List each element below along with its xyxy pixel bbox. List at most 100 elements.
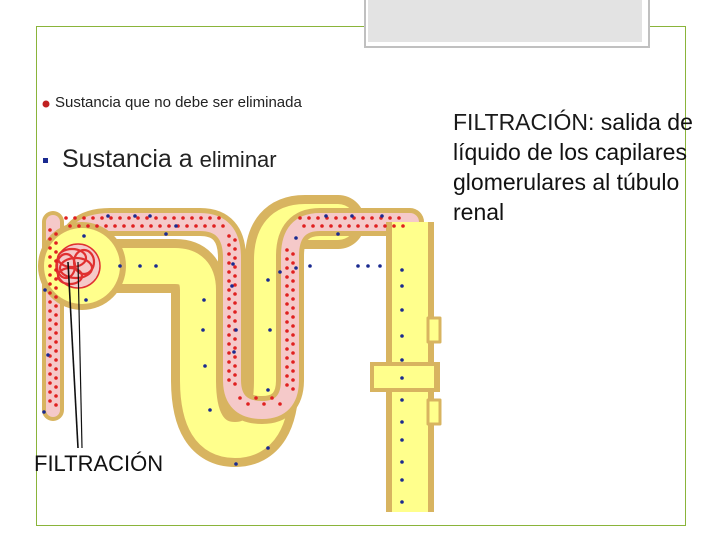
non-eliminated-dot — [374, 224, 378, 228]
definition-body: : salida de líquido de los capilares glo… — [453, 109, 693, 225]
non-eliminated-dot — [48, 363, 52, 367]
non-eliminated-dot — [285, 302, 289, 306]
non-eliminated-dot — [291, 387, 295, 391]
non-eliminated-dot — [262, 402, 266, 406]
non-eliminated-dot — [118, 216, 122, 220]
non-eliminated-dot — [238, 396, 242, 400]
non-eliminated-dot — [122, 224, 126, 228]
eliminated-dot — [231, 262, 235, 266]
eliminated-dot — [294, 266, 298, 270]
filtration-pointer-line — [67, 261, 79, 449]
non-eliminated-dot — [136, 216, 140, 220]
non-eliminated-dot — [285, 383, 289, 387]
non-eliminated-dot — [291, 252, 295, 256]
non-eliminated-dot — [285, 275, 289, 279]
eliminated-dot — [380, 214, 384, 218]
non-eliminated-dot — [291, 306, 295, 310]
non-eliminated-dot — [109, 216, 113, 220]
non-eliminated-dot — [227, 324, 231, 328]
non-eliminated-dot — [233, 265, 237, 269]
non-eliminated-dot — [54, 322, 58, 326]
non-eliminated-dot — [154, 216, 158, 220]
eliminated-dot — [203, 364, 207, 368]
non-eliminated-dot — [347, 224, 351, 228]
non-eliminated-dot — [227, 315, 231, 319]
eliminated-dot — [84, 298, 88, 302]
non-eliminated-dot — [212, 224, 216, 228]
non-eliminated-dot — [233, 283, 237, 287]
eliminated-dot — [324, 214, 328, 218]
eliminated-dot — [356, 264, 360, 268]
non-eliminated-dot — [227, 306, 231, 310]
non-eliminated-dot — [48, 264, 52, 268]
non-eliminated-dot — [68, 224, 72, 228]
eliminated-dot — [400, 438, 404, 442]
non-eliminated-dot — [291, 315, 295, 319]
non-eliminated-dot — [285, 293, 289, 297]
non-eliminated-dot — [208, 216, 212, 220]
non-eliminated-dot — [54, 268, 58, 272]
eliminated-dot — [164, 232, 168, 236]
eliminated-dot — [42, 410, 46, 414]
eliminated-dot — [400, 268, 404, 272]
non-eliminated-dot — [48, 327, 52, 331]
eliminated-dot — [350, 214, 354, 218]
non-eliminated-dot — [54, 349, 58, 353]
non-eliminated-dot — [227, 369, 231, 373]
non-eliminated-dot — [365, 224, 369, 228]
non-eliminated-dot — [307, 216, 311, 220]
filtration-pointer-line-2 — [77, 261, 83, 449]
non-eliminated-dot — [54, 259, 58, 263]
non-eliminated-dot — [291, 261, 295, 265]
non-eliminated-dot — [285, 347, 289, 351]
non-eliminated-dot — [48, 309, 52, 313]
non-eliminated-dot — [113, 224, 117, 228]
non-eliminated-dot — [227, 261, 231, 265]
non-eliminated-dot — [227, 270, 231, 274]
non-eliminated-dot — [233, 319, 237, 323]
non-eliminated-dot — [48, 246, 52, 250]
non-eliminated-dot — [194, 224, 198, 228]
non-eliminated-dot — [227, 351, 231, 355]
non-eliminated-dot — [227, 342, 231, 346]
non-eliminated-dot — [302, 224, 306, 228]
non-eliminated-dot — [233, 238, 237, 242]
eliminated-dot — [82, 234, 86, 238]
eliminated-dot — [336, 232, 340, 236]
non-eliminated-dot — [163, 216, 167, 220]
non-eliminated-dot — [356, 224, 360, 228]
non-eliminated-dot — [48, 282, 52, 286]
non-eliminated-dot — [401, 224, 405, 228]
non-eliminated-dot — [233, 337, 237, 341]
non-eliminated-dot — [48, 291, 52, 295]
non-eliminated-dot — [298, 216, 302, 220]
legend-blue-bullet — [43, 158, 48, 163]
non-eliminated-dot — [104, 224, 108, 228]
non-eliminated-dot — [227, 279, 231, 283]
non-eliminated-dot — [291, 288, 295, 292]
non-eliminated-dot — [227, 243, 231, 247]
non-eliminated-dot — [100, 216, 104, 220]
non-eliminated-dot — [54, 394, 58, 398]
non-eliminated-dot — [329, 224, 333, 228]
non-eliminated-dot — [246, 402, 250, 406]
eliminated-dot — [230, 284, 234, 288]
non-eliminated-dot — [388, 216, 392, 220]
non-eliminated-dot — [91, 216, 95, 220]
eliminated-dot — [268, 328, 272, 332]
non-eliminated-dot — [54, 232, 58, 236]
non-eliminated-dot — [343, 216, 347, 220]
non-eliminated-dot — [334, 216, 338, 220]
legend-eliminated-part2: eliminar — [199, 147, 277, 172]
non-eliminated-dot — [149, 224, 153, 228]
legend-eliminated: Sustancia a eliminar — [62, 145, 277, 174]
non-eliminated-dot — [270, 396, 274, 400]
eliminated-dot — [106, 214, 110, 218]
non-eliminated-dot — [285, 284, 289, 288]
eliminated-dot — [133, 214, 137, 218]
non-eliminated-dot — [285, 248, 289, 252]
eliminated-dot — [201, 328, 205, 332]
non-eliminated-dot — [54, 241, 58, 245]
